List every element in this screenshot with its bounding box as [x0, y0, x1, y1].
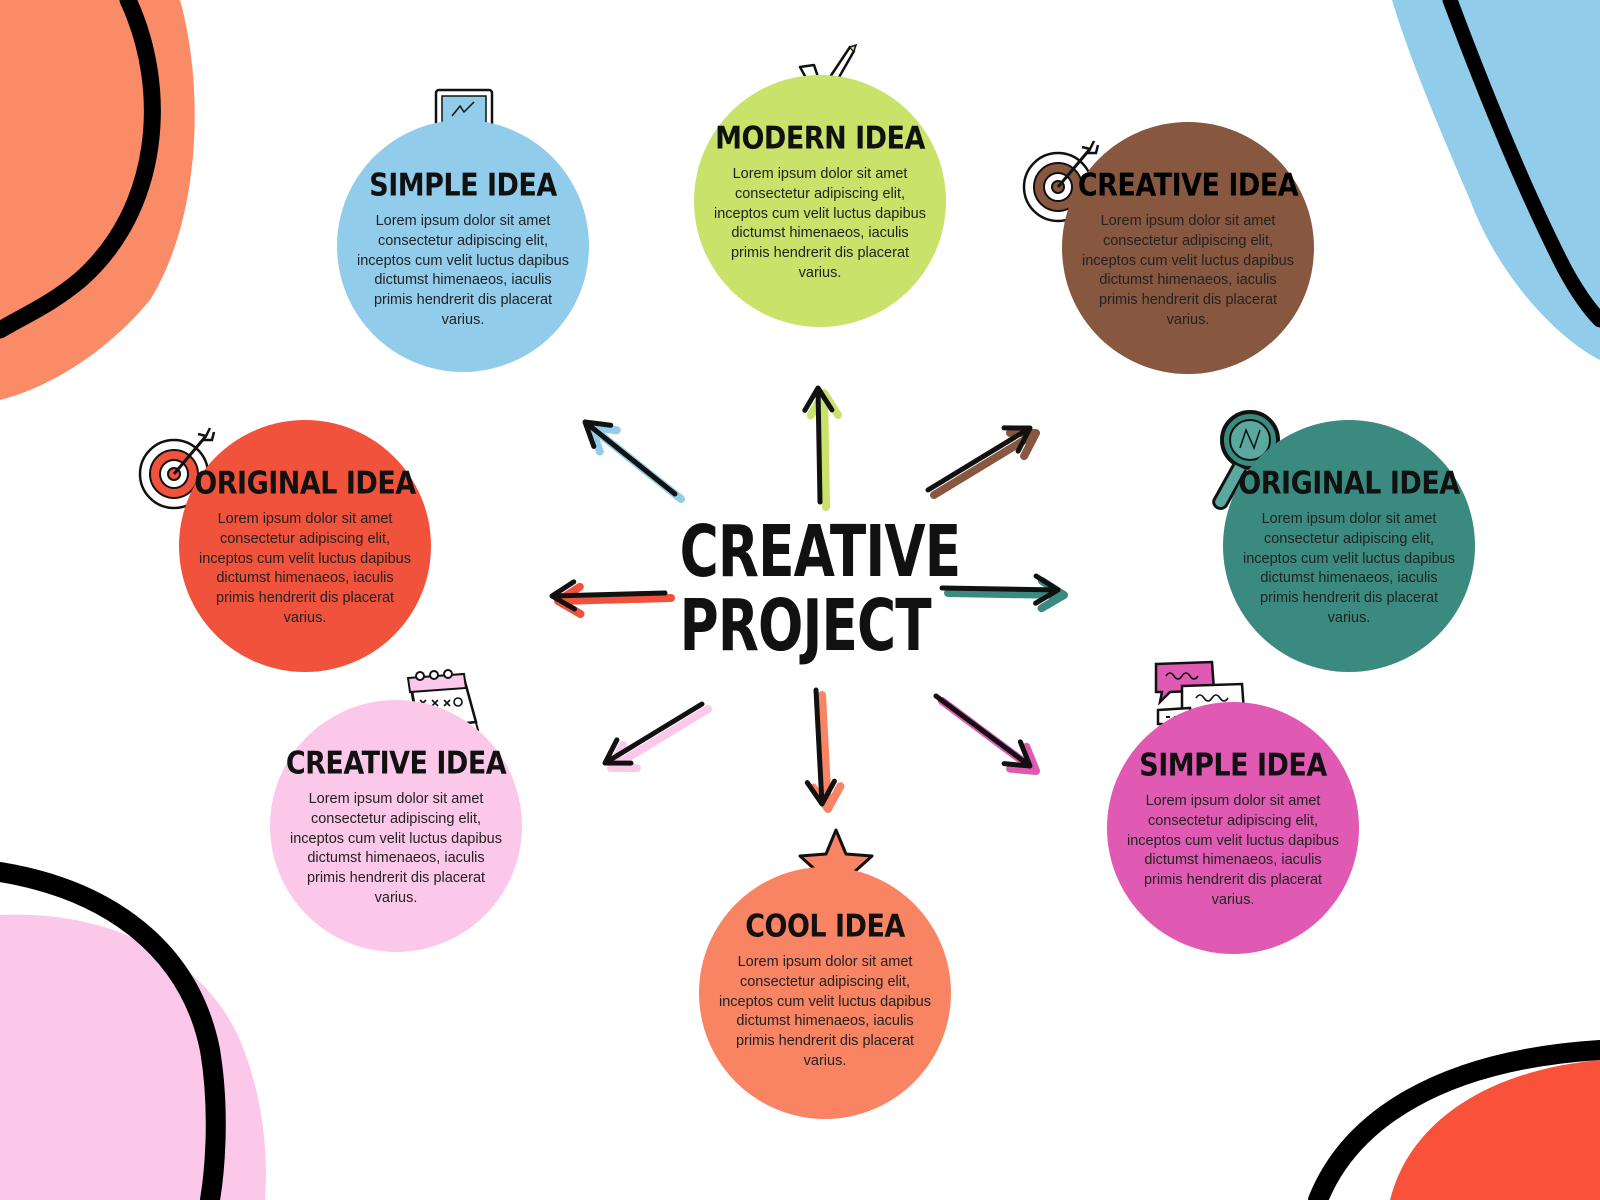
idea-circle-cool-idea: COOL IDEA Lorem ipsum dolor sit amet con…	[699, 867, 951, 1119]
idea-circle-modern-idea: MODERN IDEA Lorem ipsum dolor sit amet c…	[694, 75, 946, 327]
idea-title: COOL IDEA	[745, 908, 905, 945]
idea-circle-simple-idea: SIMPLE IDEA Lorem ipsum dolor sit amet c…	[337, 120, 589, 372]
center-title-line-2: PROJECT	[679, 583, 932, 668]
idea-description: Lorem ipsum dolor sit amet consectetur a…	[357, 213, 569, 328]
idea-description: Lorem ipsum dolor sit amet consectetur a…	[1127, 793, 1339, 908]
idea-circle-creative-idea-brown: CREATIVE IDEA Lorem ipsum dolor sit amet…	[1062, 122, 1314, 374]
arrow-to-creative-idea-brown	[925, 425, 1040, 499]
idea-circle-simple-idea-magenta: SIMPLE IDEA Lorem ipsum dolor sit amet c…	[1107, 702, 1359, 954]
arrow-to-cool-idea	[804, 687, 845, 813]
idea-description: Lorem ipsum dolor sit amet consectetur a…	[199, 511, 411, 626]
idea-description: Lorem ipsum dolor sit amet consectetur a…	[714, 166, 926, 281]
idea-circle-original-idea-teal: ORIGINAL IDEA Lorem ipsum dolor sit amet…	[1223, 420, 1475, 672]
corner-blob-top-right	[1392, 0, 1600, 360]
arrow-to-original-idea-red	[549, 579, 675, 618]
arrows	[549, 385, 1068, 813]
corner-blob-bottom-right	[1308, 1040, 1600, 1200]
center-title-line-1: CREATIVE	[679, 509, 962, 594]
idea-description: Lorem ipsum dolor sit amet consectetur a…	[1082, 213, 1294, 328]
idea-description: Lorem ipsum dolor sit amet consectetur a…	[290, 791, 502, 906]
arrow-to-original-idea-teal	[939, 573, 1068, 613]
idea-circle-creative-idea-pink: CREATIVE IDEA Lorem ipsum dolor sit amet…	[270, 700, 522, 952]
arrow-to-simple-idea	[582, 419, 685, 503]
center-title: CREATIVE PROJECT	[660, 509, 962, 667]
idea-title: MODERN IDEA	[715, 120, 925, 157]
idea-description: Lorem ipsum dolor sit amet consectetur a…	[1243, 511, 1455, 626]
idea-title: SIMPLE IDEA	[1139, 747, 1327, 784]
arrow-to-creative-idea-pink	[602, 701, 712, 773]
idea-title: CREATIVE IDEA	[1077, 167, 1299, 204]
idea-title: ORIGINAL IDEA	[194, 465, 416, 502]
idea-circle-original-idea-red: ORIGINAL IDEA Lorem ipsum dolor sit amet…	[179, 420, 431, 672]
idea-title: SIMPLE IDEA	[369, 167, 557, 204]
arrow-to-simple-idea-magenta	[933, 693, 1040, 775]
idea-title: ORIGINAL IDEA	[1238, 465, 1460, 502]
idea-title: CREATIVE IDEA	[285, 745, 507, 782]
corner-blob-bottom-left	[0, 862, 266, 1200]
arrow-to-modern-idea	[802, 385, 842, 511]
corner-blob-top-left	[0, 0, 195, 400]
idea-description: Lorem ipsum dolor sit amet consectetur a…	[719, 954, 931, 1069]
